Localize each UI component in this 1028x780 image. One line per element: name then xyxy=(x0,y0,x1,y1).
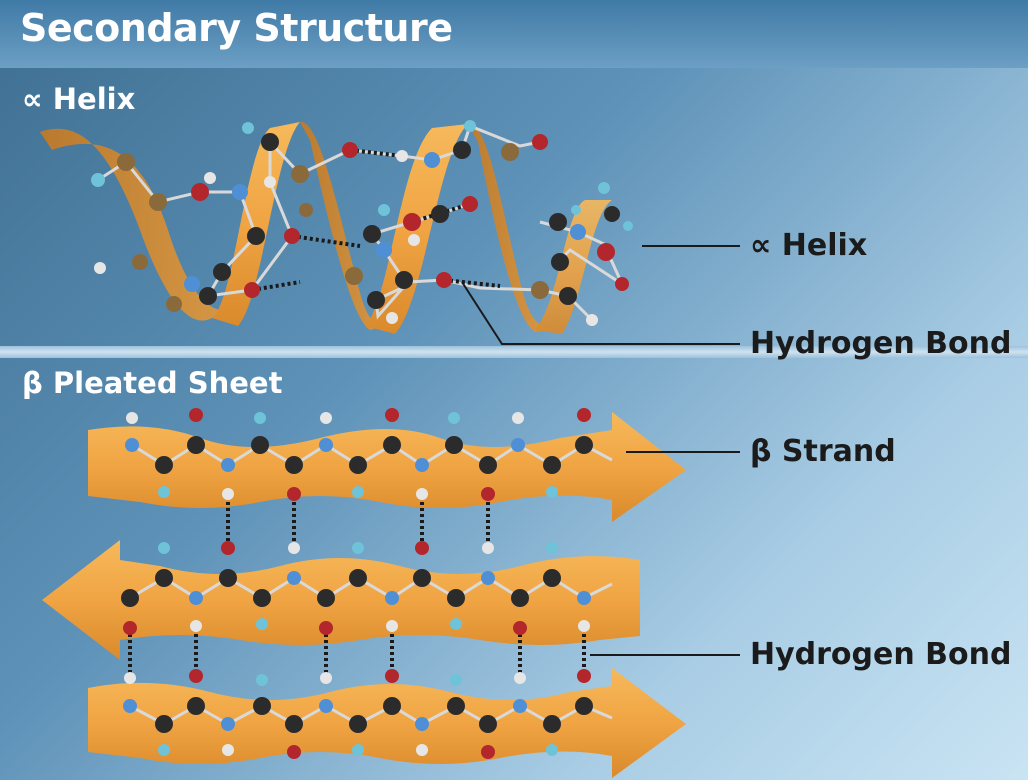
alpha-hydrogen-bonds xyxy=(251,148,501,292)
beta-strand-3-atoms xyxy=(123,669,593,759)
beta-strand-1-atoms xyxy=(125,408,593,501)
beta-symbol: β xyxy=(22,366,43,400)
page-title: Secondary Structure xyxy=(20,6,453,50)
beta-backbone-bonds xyxy=(129,443,613,726)
alpha-section-title: Helix xyxy=(52,82,136,116)
callout-hydrogen-bond-alpha xyxy=(461,281,740,345)
alpha-symbol: ∝ xyxy=(22,82,43,116)
beta-section-title: Pleated Sheet xyxy=(52,366,283,400)
label-beta-strand: β Strand xyxy=(750,434,896,469)
alpha-section-heading: ∝ Helix xyxy=(22,82,135,116)
label-alpha-helix: ∝ Helix xyxy=(750,228,868,263)
beta-strand-2 xyxy=(42,540,640,660)
alpha-helix-atoms xyxy=(91,120,633,326)
beta-strand-3 xyxy=(88,668,686,778)
header-bar xyxy=(0,0,1028,68)
beta-strand-2-atoms xyxy=(121,541,591,635)
beta-strand-1 xyxy=(88,412,686,522)
beta-hydrogen-bonds xyxy=(128,496,586,674)
label-hydrogen-bond-beta: Hydrogen Bond xyxy=(750,637,1012,672)
callout-lines xyxy=(461,245,740,656)
section-divider xyxy=(0,346,1028,358)
label-hydrogen-bond-alpha: Hydrogen Bond xyxy=(750,326,1012,361)
beta-section-heading: β Pleated Sheet xyxy=(22,366,282,400)
